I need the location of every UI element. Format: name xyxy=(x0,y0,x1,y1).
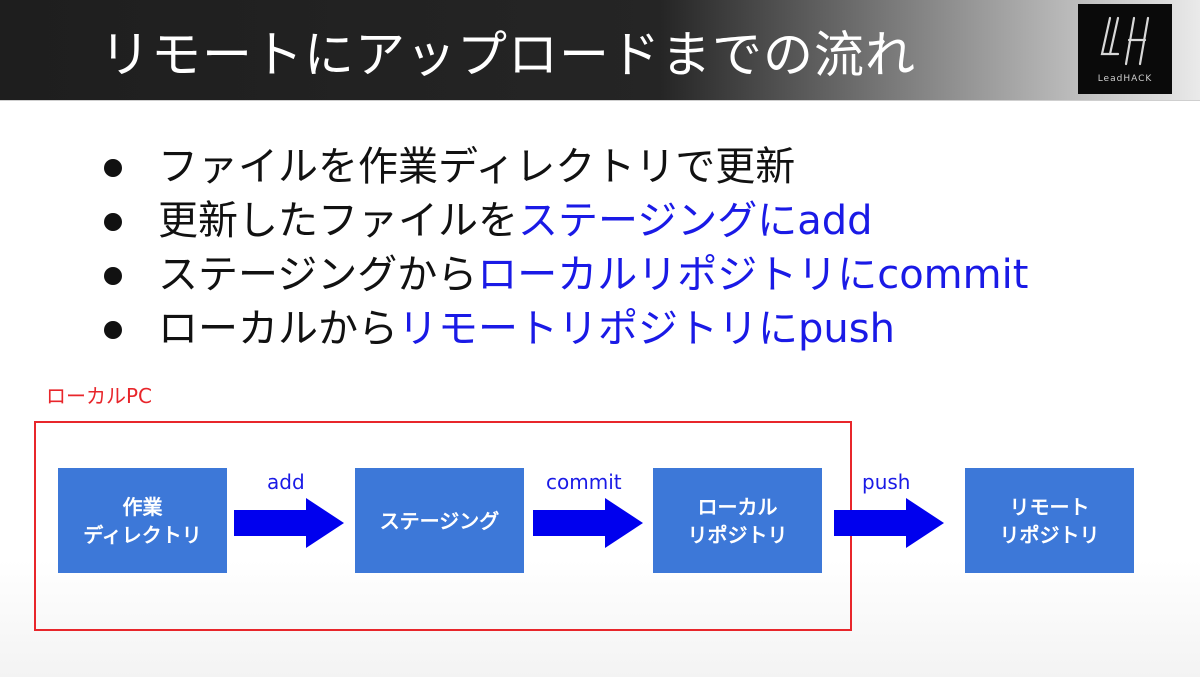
commit-arrow-icon xyxy=(533,498,643,548)
logo-mark-icon xyxy=(1100,16,1150,66)
node-remote-repository: リモート リポジトリ xyxy=(965,468,1134,573)
bullet-suffix: にcommit xyxy=(837,252,1029,298)
bullet-text: ファイルを作業ディレクトリで更新 xyxy=(158,144,796,190)
bullet-highlight: リモートリポジトリ xyxy=(398,306,758,352)
bullet-item: ファイルを作業ディレクトリで更新 xyxy=(100,140,1028,194)
bullet-item: ローカルからリモートリポジトリにpush xyxy=(100,302,1028,356)
node-label-line1: 作業 xyxy=(122,494,163,519)
arrow-label-push: push xyxy=(862,470,911,494)
bullet-dot-icon xyxy=(104,321,122,339)
bullet-item: 更新したファイルをステージングにadd xyxy=(100,194,1028,248)
add-arrow-icon xyxy=(234,498,344,548)
node-label-line1: リモート xyxy=(1009,494,1090,519)
bullet-dot-icon xyxy=(104,159,122,177)
bullet-list: ファイルを作業ディレクトリで更新 更新したファイルをステージングにadd ステー… xyxy=(100,140,1028,356)
node-label-line2: ディレクトリ xyxy=(83,522,202,547)
node-label-line1: ステージング xyxy=(379,508,500,533)
logo-text: LeadHACK xyxy=(1097,74,1153,84)
bullet-dot-icon xyxy=(104,267,122,285)
bullet-item: ステージングからローカルリポジトリにcommit xyxy=(100,248,1028,302)
bullet-text: ローカルから xyxy=(158,306,398,352)
node-label-line2: リポジトリ xyxy=(687,522,788,547)
bullet-highlight: ステージング xyxy=(518,198,758,244)
node-working-directory: 作業 ディレクトリ xyxy=(58,468,227,573)
local-pc-label: ローカルPC xyxy=(46,384,153,408)
node-label-line2: リポジトリ xyxy=(999,522,1100,547)
bullet-suffix: にadd xyxy=(757,198,873,244)
arrow-label-commit: commit xyxy=(546,470,622,494)
leadhack-logo: LeadHACK xyxy=(1078,4,1172,94)
bullet-highlight: ローカルリポジトリ xyxy=(477,252,838,298)
push-arrow-icon xyxy=(834,498,944,548)
title-bar: リモートにアップロードまでの流れ LeadHACK xyxy=(0,0,1200,101)
arrow-label-add: add xyxy=(267,470,305,494)
slide-title: リモートにアップロードまでの流れ xyxy=(100,26,916,84)
bullet-text: 更新したファイルを xyxy=(158,198,518,244)
node-label-line1: ローカル xyxy=(697,494,778,519)
node-local-repository: ローカル リポジトリ xyxy=(653,468,822,573)
bullet-text: ステージングから xyxy=(158,252,478,298)
node-staging: ステージング xyxy=(355,468,524,573)
bullet-dot-icon xyxy=(104,213,122,231)
bullet-suffix: にpush xyxy=(758,306,895,352)
